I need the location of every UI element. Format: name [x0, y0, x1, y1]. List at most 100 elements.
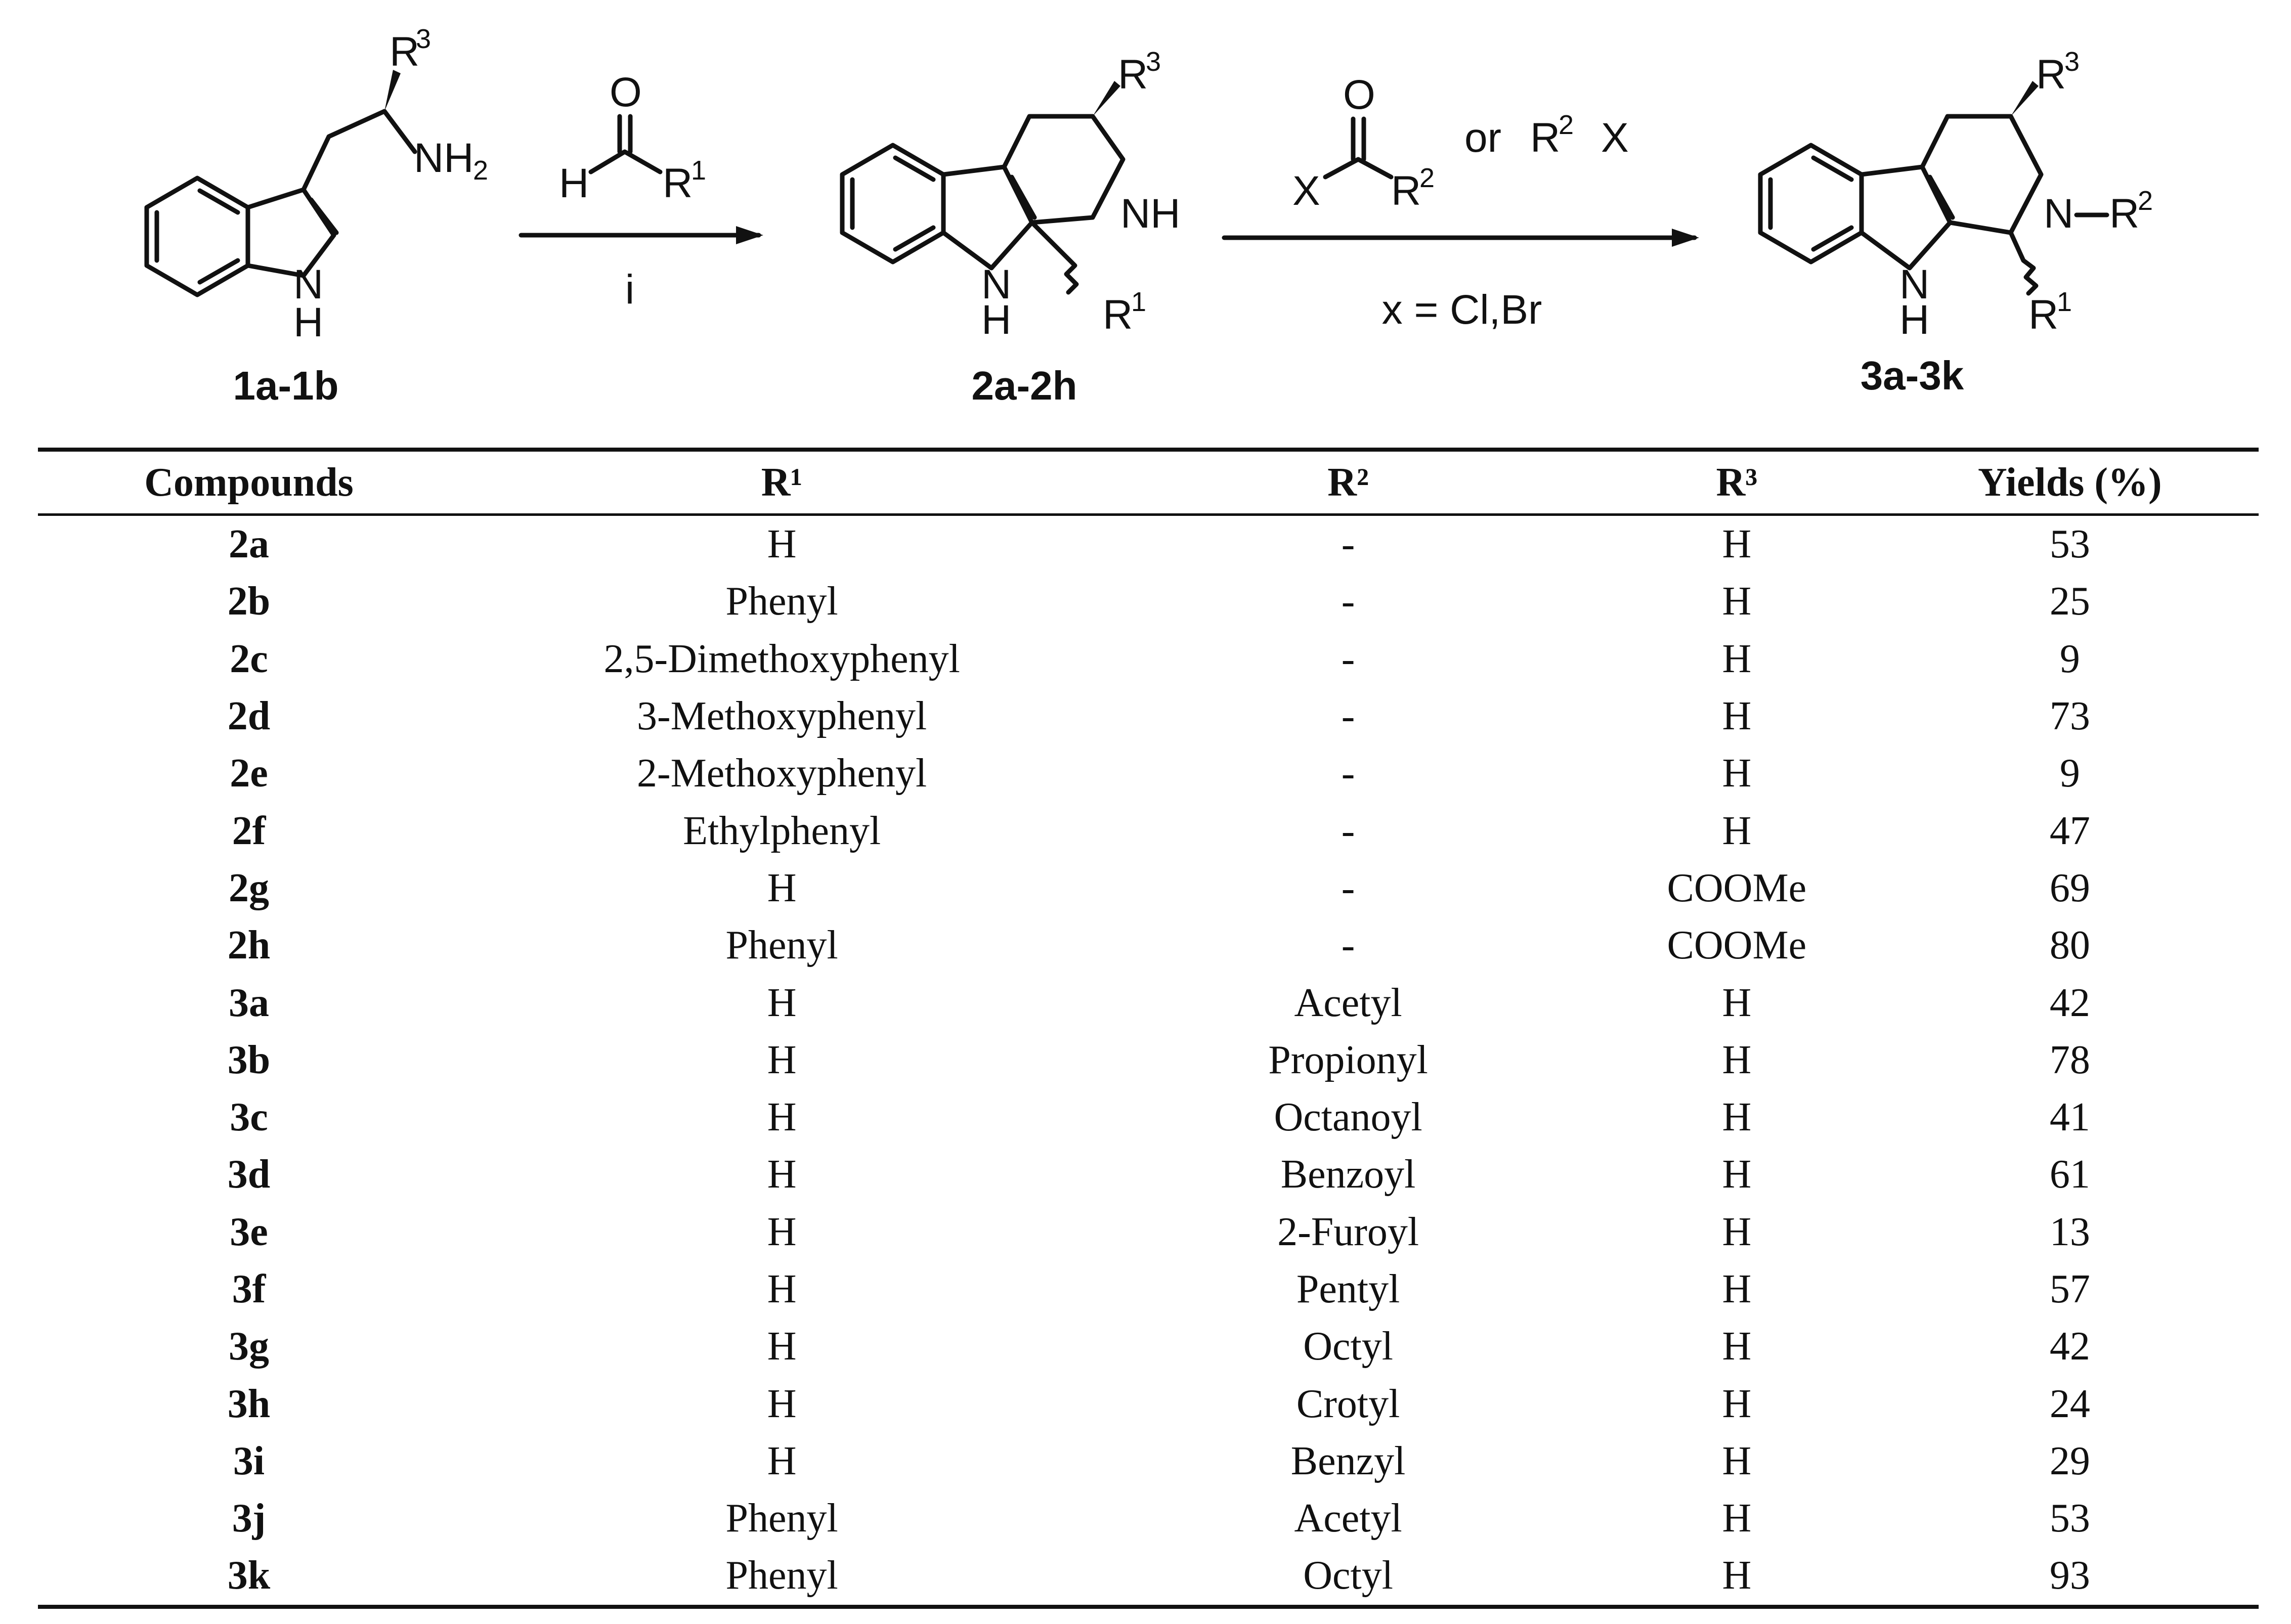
yield-cell: 42: [2049, 980, 2090, 1025]
yield-cell: 47: [2049, 808, 2090, 853]
r1-cell: Ethylphenyl: [683, 808, 881, 853]
compound-cell: 3f: [232, 1267, 266, 1311]
yield-cell: 42: [2049, 1324, 2090, 1369]
r2-cell: Pentyl: [1296, 1267, 1400, 1311]
yield-cell: 57: [2049, 1267, 2090, 1311]
r1-cell: H: [767, 980, 797, 1025]
svg-text:R: R: [1103, 292, 1133, 338]
compound-cell: 2c: [230, 636, 268, 681]
compound-cell: 2g: [229, 865, 270, 910]
r3-cell: H: [1722, 694, 1752, 739]
r3-cell: H: [1722, 1095, 1752, 1140]
r1-cell: Phenyl: [725, 923, 838, 968]
reagent-step1: i: [625, 267, 634, 313]
r2-cell: Octyl: [1303, 1324, 1393, 1369]
r3-cell: H: [1722, 1152, 1752, 1197]
header-r1: R¹: [761, 460, 803, 505]
svg-text:R: R: [1391, 168, 1421, 214]
yield-cell: 93: [2049, 1553, 2090, 1598]
svg-text:N: N: [293, 261, 323, 308]
svg-text:3: 3: [1146, 47, 1161, 77]
r1-cell: 2,5-Dimethoxyphenyl: [603, 636, 960, 681]
svg-text:2: 2: [1419, 163, 1435, 193]
compound-cell: 3e: [230, 1209, 268, 1254]
compound-cell: 3d: [227, 1152, 271, 1197]
svg-text:O: O: [1343, 72, 1375, 118]
r1-cell: Phenyl: [725, 1553, 838, 1598]
compound-cell: 2a: [229, 522, 270, 567]
r2-cell: Benzyl: [1290, 1438, 1406, 1483]
r2-cell: -: [1341, 579, 1355, 624]
header-yields: Yields (%): [1978, 460, 2162, 505]
r1-cell: H: [767, 1095, 797, 1140]
r2-cell: -: [1341, 808, 1355, 853]
svg-text:3: 3: [416, 24, 431, 54]
yield-cell: 24: [2049, 1381, 2090, 1426]
compound-label-1: 1a-1b: [233, 363, 339, 408]
r1-cell: H: [767, 1324, 797, 1369]
svg-text:R: R: [2036, 52, 2066, 98]
svg-text:or: or: [1464, 115, 1501, 161]
r3-cell: H: [1722, 980, 1752, 1025]
compound-cell: 2h: [227, 923, 271, 968]
r2-cell: -: [1341, 865, 1355, 910]
svg-text:X: X: [1601, 115, 1629, 161]
r1-cell: H: [767, 865, 797, 910]
compound-cell: 3i: [233, 1438, 265, 1483]
svg-text:N: N: [981, 261, 1011, 308]
svg-text:3: 3: [2064, 47, 2080, 77]
compound-cell: 2b: [227, 579, 271, 624]
r2-cell: Propionyl: [1268, 1037, 1428, 1082]
r2-cell: Benzoyl: [1280, 1152, 1416, 1197]
r1-cell: 3-Methoxyphenyl: [637, 694, 927, 739]
yield-cell: 25: [2049, 579, 2090, 624]
r1-cell: H: [767, 1381, 797, 1426]
header-compounds: Compounds: [144, 460, 354, 505]
yield-cell: 9: [2059, 751, 2080, 796]
svg-text:R: R: [1530, 115, 1560, 161]
r1-cell: 2-Methoxyphenyl: [637, 751, 927, 796]
compound-cell: 3b: [227, 1037, 271, 1082]
r1-cell: H: [767, 1209, 797, 1254]
yield-cell: 53: [2049, 522, 2090, 567]
yield-cell: 9: [2059, 636, 2080, 681]
r3-cell: H: [1722, 1496, 1752, 1541]
r2-cell: 2-Furoyl: [1277, 1209, 1419, 1254]
r2-cell: Octyl: [1303, 1553, 1393, 1598]
compound-cell: 2e: [230, 751, 268, 796]
r2-cell: -: [1341, 751, 1355, 796]
yield-cell: 78: [2049, 1037, 2090, 1082]
r3-cell: COOMe: [1667, 865, 1807, 910]
compound-label-2: 2a-2h: [972, 363, 1077, 408]
svg-text:1: 1: [691, 155, 706, 186]
halide-reagent: O X R 2 or R 2 X: [1292, 72, 1629, 214]
r3-cell: H: [1722, 636, 1752, 681]
compound-cell: 3a: [229, 980, 270, 1025]
compound-cell: 3g: [229, 1324, 270, 1369]
reagent-step2-condition: x = Cl,Br: [1382, 287, 1542, 333]
r3-cell: H: [1722, 1209, 1752, 1254]
compound-cell: 3c: [230, 1095, 268, 1140]
svg-text:NH: NH: [1120, 191, 1180, 237]
compound-cell: 3h: [227, 1381, 271, 1426]
svg-text:N: N: [2044, 191, 2073, 237]
r1-cell: H: [767, 1152, 797, 1197]
r3-cell: H: [1722, 522, 1752, 567]
svg-text:H: H: [981, 297, 1011, 343]
